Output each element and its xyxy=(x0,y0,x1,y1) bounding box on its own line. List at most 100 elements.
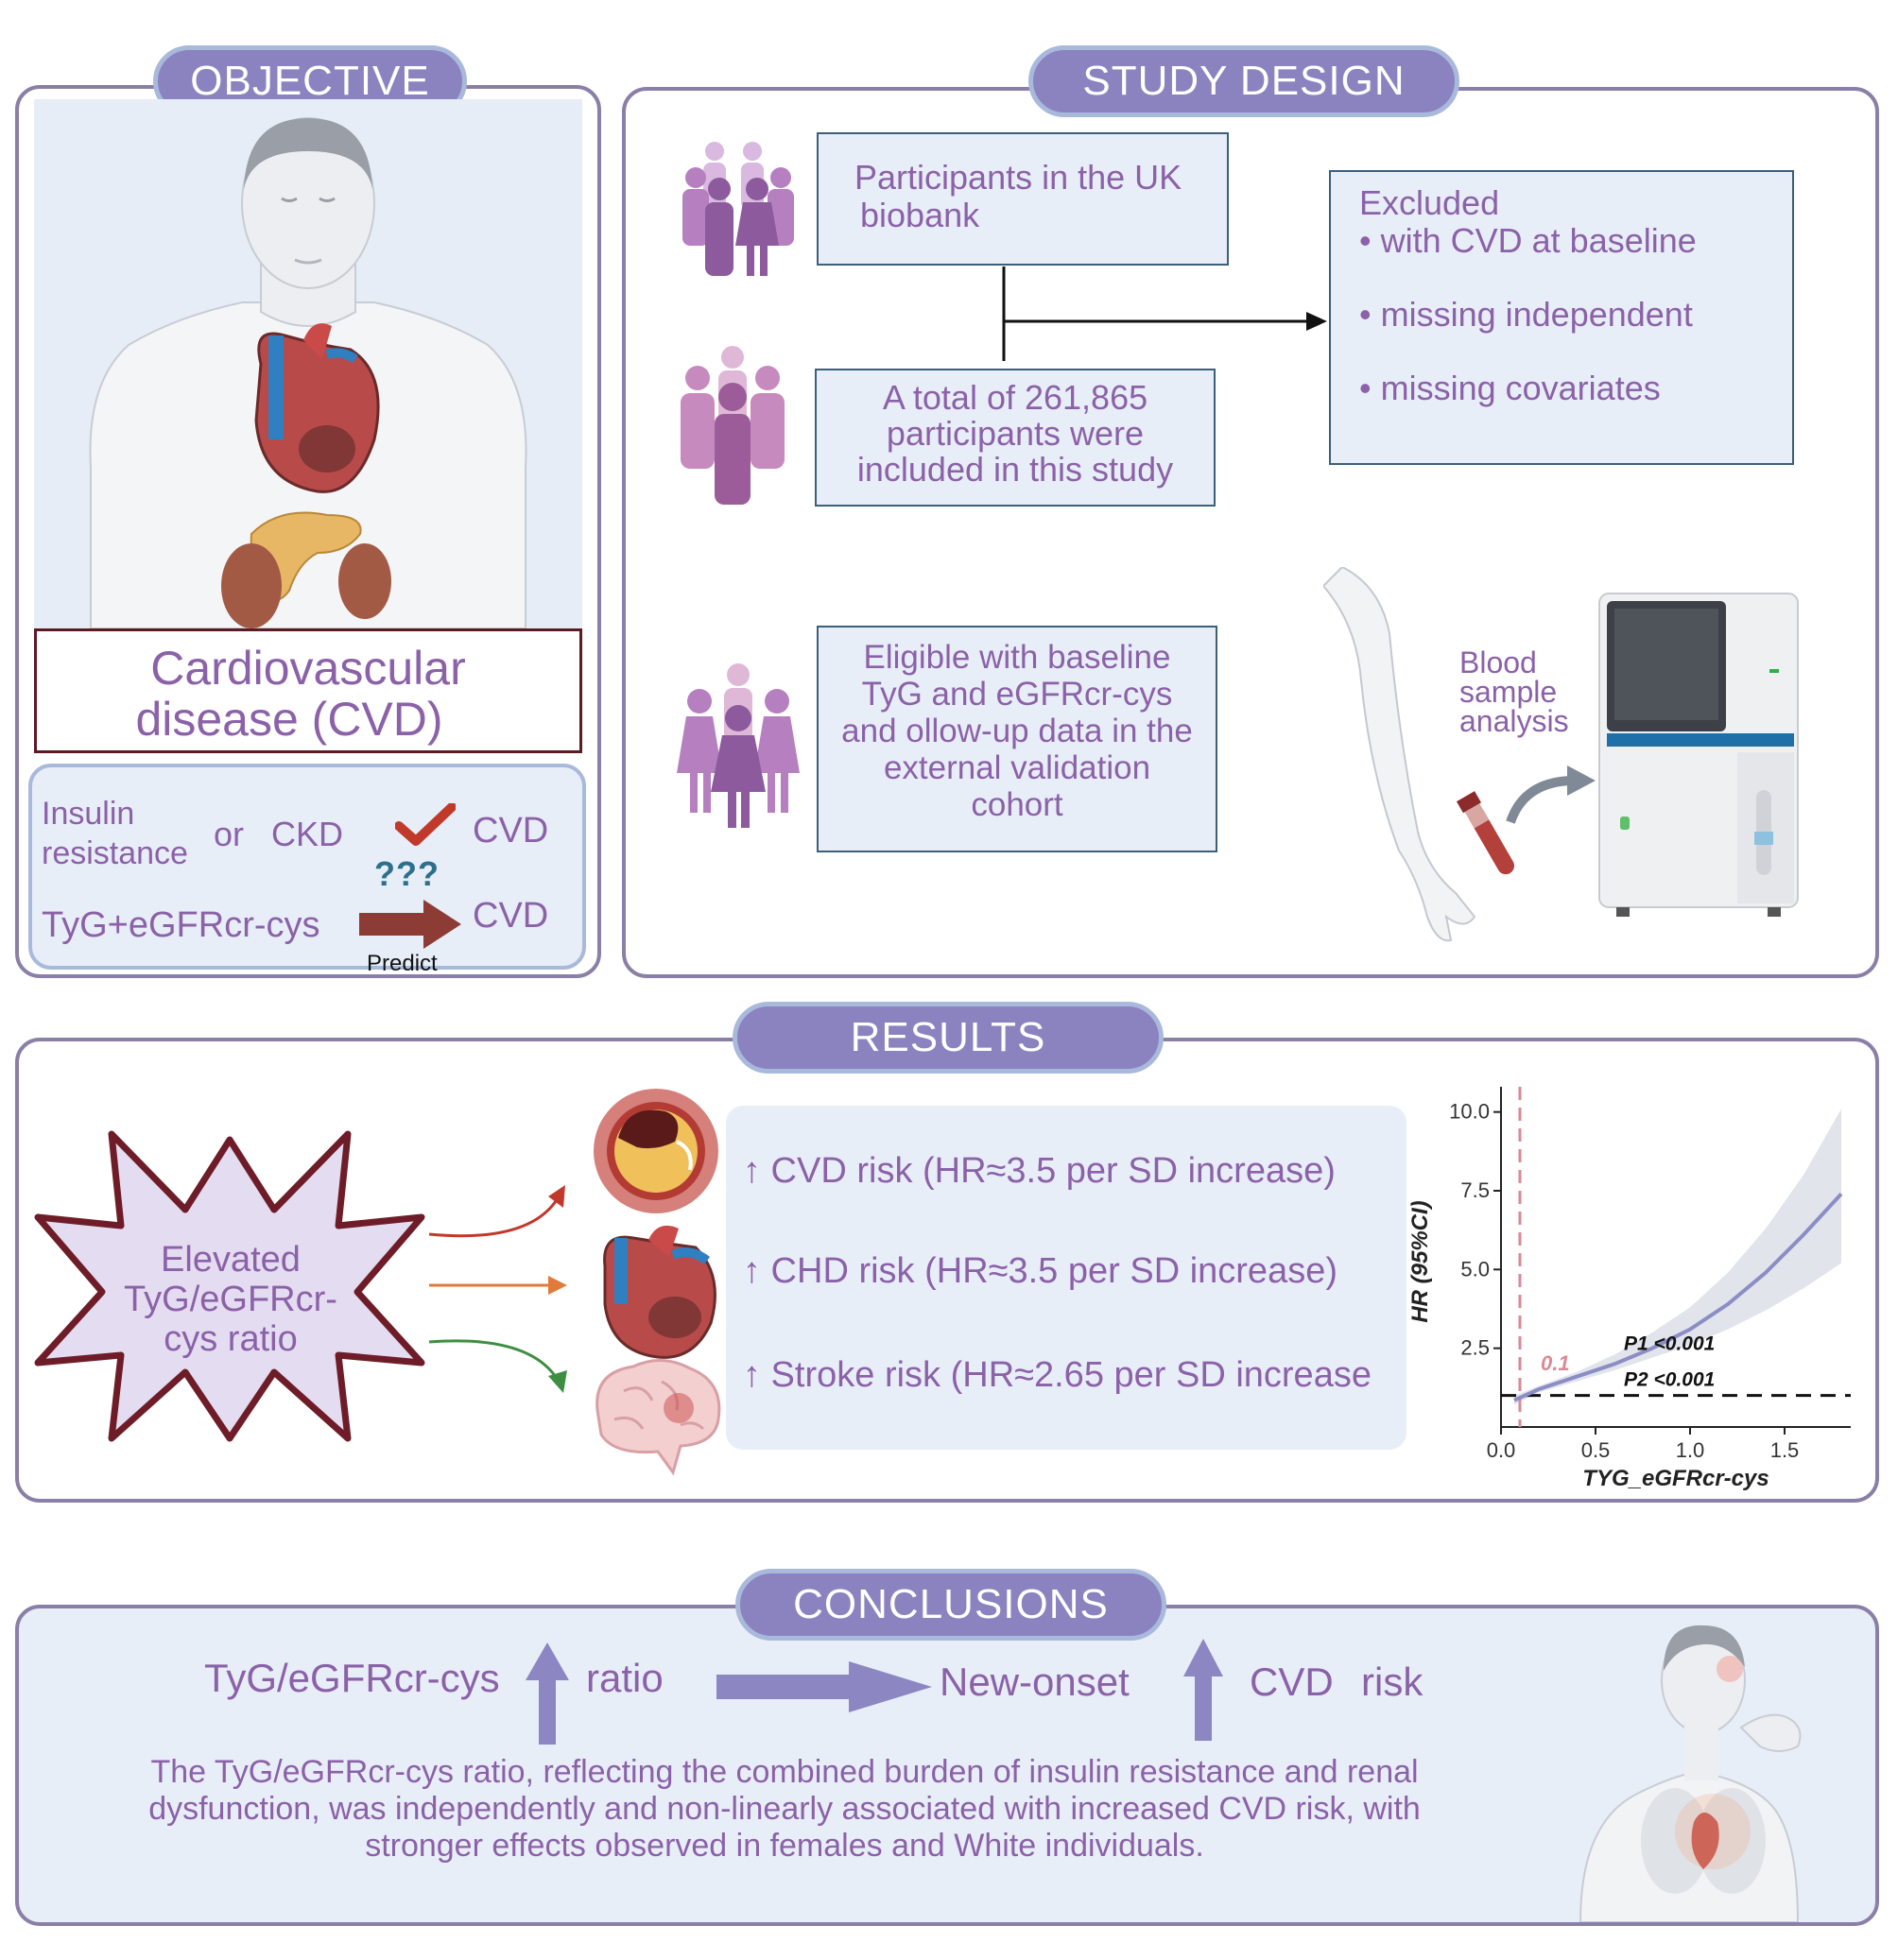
eligible-line3: and ollow-up data in the xyxy=(841,713,1193,749)
elevated-ratio-star xyxy=(34,1130,425,1442)
excluded-item-2-text: missing independent xyxy=(1380,295,1693,334)
excluded-title: Excluded xyxy=(1359,183,1500,222)
heart-icon xyxy=(254,323,380,493)
y-tick-label: 2.5 xyxy=(1460,1336,1490,1360)
conclusion-risk: risk xyxy=(1361,1659,1424,1704)
total-line3: included in this study xyxy=(856,450,1174,489)
hr-curve xyxy=(1513,1192,1843,1402)
x-tick-label: 1.5 xyxy=(1770,1438,1800,1462)
excluded-item-1: • with CVD at baseline xyxy=(1359,223,1792,259)
heart-result-icon xyxy=(603,1225,716,1359)
insulin-line1: Insulin xyxy=(42,796,135,832)
participants-line1: Participants in the UK xyxy=(854,158,1182,197)
blood-line3: analysis xyxy=(1459,704,1569,738)
bullet-icon: • xyxy=(1359,369,1381,407)
eligible-line1: Eligible with baseline xyxy=(863,639,1171,676)
participants-line2: biobank xyxy=(860,196,980,234)
up-arrow-icon-1 xyxy=(526,1642,569,1745)
summary-line2: dysfunction, was independently and non-l… xyxy=(148,1791,1421,1827)
kidney-left-icon xyxy=(221,543,282,628)
excluded-item-2: • missing independent xyxy=(1359,297,1792,333)
insulin-label: Insulin resistance xyxy=(42,794,188,873)
kidney-right-icon xyxy=(338,543,391,619)
cvd-b-text: CVD xyxy=(473,896,549,936)
tyg-plus-label: TyG+eGFRcr-cys xyxy=(42,905,320,945)
bullet-icon: • xyxy=(1359,221,1381,260)
participants-box: Participants in the UK biobank xyxy=(817,132,1229,266)
blood-sample-label: Blood sample analysis xyxy=(1459,645,1569,738)
blood-line2: sample xyxy=(1459,675,1558,709)
conclusions-panel xyxy=(15,1605,1879,1926)
effect-arrows xyxy=(428,1185,567,1393)
x-tick-label: 1.0 xyxy=(1676,1438,1705,1462)
excluded-box: Excluded • with CVD at baseline • missin… xyxy=(1329,170,1794,465)
summary-line1: The TyG/eGFRcr-cys ratio, reflecting the… xyxy=(150,1754,1419,1790)
predict-label: Predict xyxy=(367,951,438,976)
y-axis-label: HR (95%CI) xyxy=(1407,1200,1433,1322)
risk-stroke: ↑ Stroke risk (HR≈2.65 per SD increase xyxy=(743,1355,1406,1396)
excluded-item-3: • missing covariates xyxy=(1359,370,1792,406)
x-tick-label: 0.5 xyxy=(1581,1438,1611,1462)
cvd-a-text: CVD xyxy=(473,811,549,851)
artery-icon xyxy=(594,1089,718,1213)
conclusion-ratio-word: ratio xyxy=(586,1656,664,1700)
cvd-title-line2: disease (CVD) xyxy=(135,693,443,746)
conclusion-new-onset: New-onset xyxy=(940,1659,1130,1704)
conclusions-header: CONCLUSIONS xyxy=(735,1569,1166,1641)
star-line3: cys ratio xyxy=(164,1319,298,1359)
y-tick-label: 7.5 xyxy=(1460,1178,1490,1202)
p-value-annotation: P2 <0.001 xyxy=(1624,1369,1715,1391)
study-design-header: STUDY DESIGN xyxy=(1028,45,1459,117)
ckd-text: CKD xyxy=(271,815,344,853)
star-line2: TyG/eGFRcr- xyxy=(124,1280,337,1319)
star-label: Elevated TyG/eGFRcr- cys ratio xyxy=(89,1240,372,1359)
star-line1: Elevated xyxy=(161,1240,301,1280)
or-text: or xyxy=(214,815,245,853)
eligible-box: Eligible with baseline TyG and eGFRcr-cy… xyxy=(817,626,1217,852)
human-body-illustration xyxy=(34,99,582,628)
p-value-annotation: P1 <0.001 xyxy=(1624,1332,1715,1354)
eligible-line4: external validation xyxy=(883,749,1151,786)
y-tick-label: 10.0 xyxy=(1449,1100,1490,1124)
coughing-man-icon xyxy=(1579,1625,1802,1922)
results-header: RESULTS xyxy=(733,1002,1164,1074)
cvd-title-line1: Cardiovascular xyxy=(150,642,466,695)
risk-box xyxy=(726,1106,1406,1450)
x-tick-label: 0.0 xyxy=(1487,1438,1516,1462)
cvd-title-box: Cardiovascular disease (CVD) xyxy=(34,628,582,753)
brain-icon xyxy=(595,1358,721,1476)
flow-connector xyxy=(1002,266,1327,361)
arm-icon xyxy=(1323,567,1476,942)
up-arrow-icon-2 xyxy=(1183,1639,1223,1741)
analyzer-machine-icon xyxy=(1598,593,1799,917)
risk-stroke-text: ↑ Stroke risk (HR≈2.65 per SD increase xyxy=(743,1355,1372,1395)
risk-chd: ↑ CHD risk (HR≈3.5 per SD increase) xyxy=(743,1251,1337,1291)
insulin-line2: resistance xyxy=(42,835,188,871)
conclusion-summary: The TyG/eGFRcr-cys ratio, reflecting the… xyxy=(85,1754,1484,1865)
confidence-band xyxy=(1514,1109,1841,1405)
question-marks-icon: ??? xyxy=(374,854,440,893)
y-tick-label: 5.0 xyxy=(1460,1257,1490,1281)
people-group-icon-2 xyxy=(681,346,785,505)
risk-cvd: ↑ CVD risk (HR≈3.5 per SD increase) xyxy=(743,1151,1336,1191)
hr-chart: HR (95%CI) TYG_eGFRcr-cys 2.5 5.0 7.5 10.0 0… xyxy=(1407,1087,1851,1491)
hypothesis-box xyxy=(28,764,586,970)
curved-arrow-icon xyxy=(1506,765,1596,824)
people-group-icon-1 xyxy=(682,142,794,276)
blood-line1: Blood xyxy=(1459,645,1537,679)
blood-tube-icon xyxy=(1456,791,1514,875)
checkmark-icon xyxy=(395,803,456,846)
right-arrow-icon xyxy=(716,1661,932,1712)
predict-arrow-icon xyxy=(359,900,461,949)
eligible-line2: TyG and eGFRcr-cys xyxy=(861,676,1173,713)
threshold-label: 0.1 xyxy=(1541,1351,1570,1375)
x-axis-label: TYG_eGFRcr-cys xyxy=(1582,1466,1769,1491)
total-line1: A total of 261,865 xyxy=(882,378,1148,417)
eligible-line5: cohort xyxy=(971,786,1063,823)
total-box: A total of 261,865 participants were inc… xyxy=(815,369,1216,507)
excluded-item-3-text: missing covariates xyxy=(1380,369,1661,407)
conclusion-tyg-ratio: TyG/eGFRcr-cys xyxy=(204,1656,500,1700)
excluded-item-1-text: with CVD at baseline xyxy=(1380,221,1697,260)
total-line2: participants were xyxy=(886,414,1145,453)
conclusion-cvd: CVD xyxy=(1250,1659,1334,1704)
